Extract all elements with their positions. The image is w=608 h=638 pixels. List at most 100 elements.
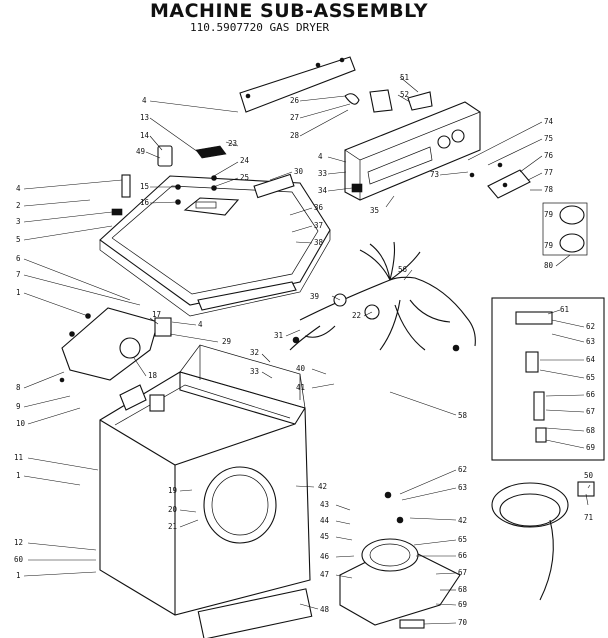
callout-label: 22 <box>352 311 361 320</box>
callout-label: 77 <box>544 168 553 177</box>
callout-label: 21 <box>168 522 177 531</box>
callout-label: 27 <box>290 113 299 122</box>
callout-label: 38 <box>314 238 324 247</box>
callout-label: 37 <box>314 221 323 230</box>
callout-label: 1 <box>16 571 21 580</box>
callout-label: 4 <box>198 320 203 329</box>
callout-label: 20 <box>168 505 178 514</box>
switch-parts <box>469 162 588 256</box>
callout-label: 39 <box>310 292 319 301</box>
callout-label: 26 <box>290 96 300 105</box>
callout-label: 58 <box>458 411 468 420</box>
callout-label: 47 <box>320 570 329 579</box>
callout-label: 69 <box>586 443 595 452</box>
callout-label: 68 <box>586 426 596 435</box>
callout-label: 74 <box>544 117 554 126</box>
callout-label: 24 <box>240 156 250 165</box>
callout-label: 78 <box>544 185 554 194</box>
cabinet <box>99 344 311 616</box>
callout-label: 4 <box>318 152 323 161</box>
callout-label: 62 <box>586 322 595 331</box>
callout-label: 23 <box>228 139 237 148</box>
wiring-harness <box>289 241 476 352</box>
callout-label: 8 <box>16 383 21 392</box>
control-console <box>344 89 481 201</box>
callout-label: 33 <box>250 367 259 376</box>
callout-label: 18 <box>148 371 158 380</box>
callout-label: 12 <box>14 538 23 547</box>
callout-label: 60 <box>14 555 24 564</box>
callout-label: 4 <box>16 184 21 193</box>
callout-label: 9 <box>16 402 21 411</box>
callout-label: 68 <box>458 585 468 594</box>
callout-label: 36 <box>314 203 324 212</box>
callout-label: 51 <box>400 73 409 82</box>
callout-label: 11 <box>14 453 23 462</box>
callout-label: 49 <box>136 147 145 156</box>
callout-label: 19 <box>168 486 177 495</box>
callout-label: 48 <box>320 605 330 614</box>
bulkhead-bracket <box>59 307 172 411</box>
callout-label: 71 <box>584 513 593 522</box>
callout-label: 80 <box>544 261 554 270</box>
callout-label: 52 <box>400 90 409 99</box>
callout-label: 79 <box>544 210 553 219</box>
callout-label: 35 <box>370 206 379 215</box>
callout-label: 40 <box>296 364 306 373</box>
callout-label: 2 <box>16 201 21 210</box>
callout-label: 29 <box>222 337 231 346</box>
callout-label: 31 <box>274 331 283 340</box>
callout-label: 61 <box>560 305 569 314</box>
callout-label: 13 <box>140 113 149 122</box>
callout-label: 45 <box>320 532 329 541</box>
callout-label: 32 <box>250 348 259 357</box>
diagram-title: MACHINE SUB-ASSEMBLY <box>150 0 428 22</box>
callout-label: 42 <box>318 482 327 491</box>
callout-label: 67 <box>458 568 467 577</box>
gas-valve-assembly <box>197 491 461 638</box>
callout-label: 6 <box>16 254 21 263</box>
callout-label: 66 <box>586 390 596 399</box>
callout-label: 3 <box>16 217 21 226</box>
burner-detail-box <box>491 297 605 461</box>
diagram-subtitle: 110.5907720 GAS DRYER <box>190 21 330 34</box>
callout-label: 4 <box>142 96 147 105</box>
top-panel <box>99 175 331 317</box>
callout-label: 28 <box>290 131 300 140</box>
power-cord <box>491 481 595 601</box>
callout-label: 7 <box>16 270 21 279</box>
callout-label: 56 <box>398 265 408 274</box>
callout-label: 64 <box>586 355 596 364</box>
callout-label: 69 <box>458 600 467 609</box>
rear-top-strip <box>239 56 356 199</box>
callout-label: 73 <box>430 170 439 179</box>
callout-label: 66 <box>458 551 468 560</box>
callout-label: 67 <box>586 407 595 416</box>
callout-label: 75 <box>544 134 553 143</box>
callout-label: 1 <box>16 471 21 480</box>
callout-label: 43 <box>320 500 329 509</box>
callout-label: 76 <box>544 151 554 160</box>
callout-label: 30 <box>294 167 304 176</box>
callout-label: 65 <box>458 535 467 544</box>
callout-label: 50 <box>584 471 594 480</box>
callout-label: 62 <box>458 465 467 474</box>
callout-label: 16 <box>140 198 150 207</box>
callout-label: 63 <box>458 483 467 492</box>
callout-label: 65 <box>586 373 595 382</box>
callout-label: 41 <box>296 383 305 392</box>
lint-filter-parts <box>111 145 227 216</box>
callout-labels: 4 13 14 49 4 2 3 5 15 16 23 24 25 <box>14 73 596 627</box>
callout-label: 17 <box>152 310 161 319</box>
callout-label: 44 <box>320 516 330 525</box>
callout-label: 14 <box>140 131 150 140</box>
callout-label: 5 <box>16 235 21 244</box>
callout-label: 33 <box>318 169 327 178</box>
callout-label: 15 <box>140 182 149 191</box>
callout-label: 63 <box>586 337 595 346</box>
callout-label: 1 <box>16 288 21 297</box>
callout-label: 25 <box>240 173 249 182</box>
callout-label: 79 <box>544 241 553 250</box>
callout-label: 10 <box>16 419 26 428</box>
callout-label: 42 <box>458 516 467 525</box>
